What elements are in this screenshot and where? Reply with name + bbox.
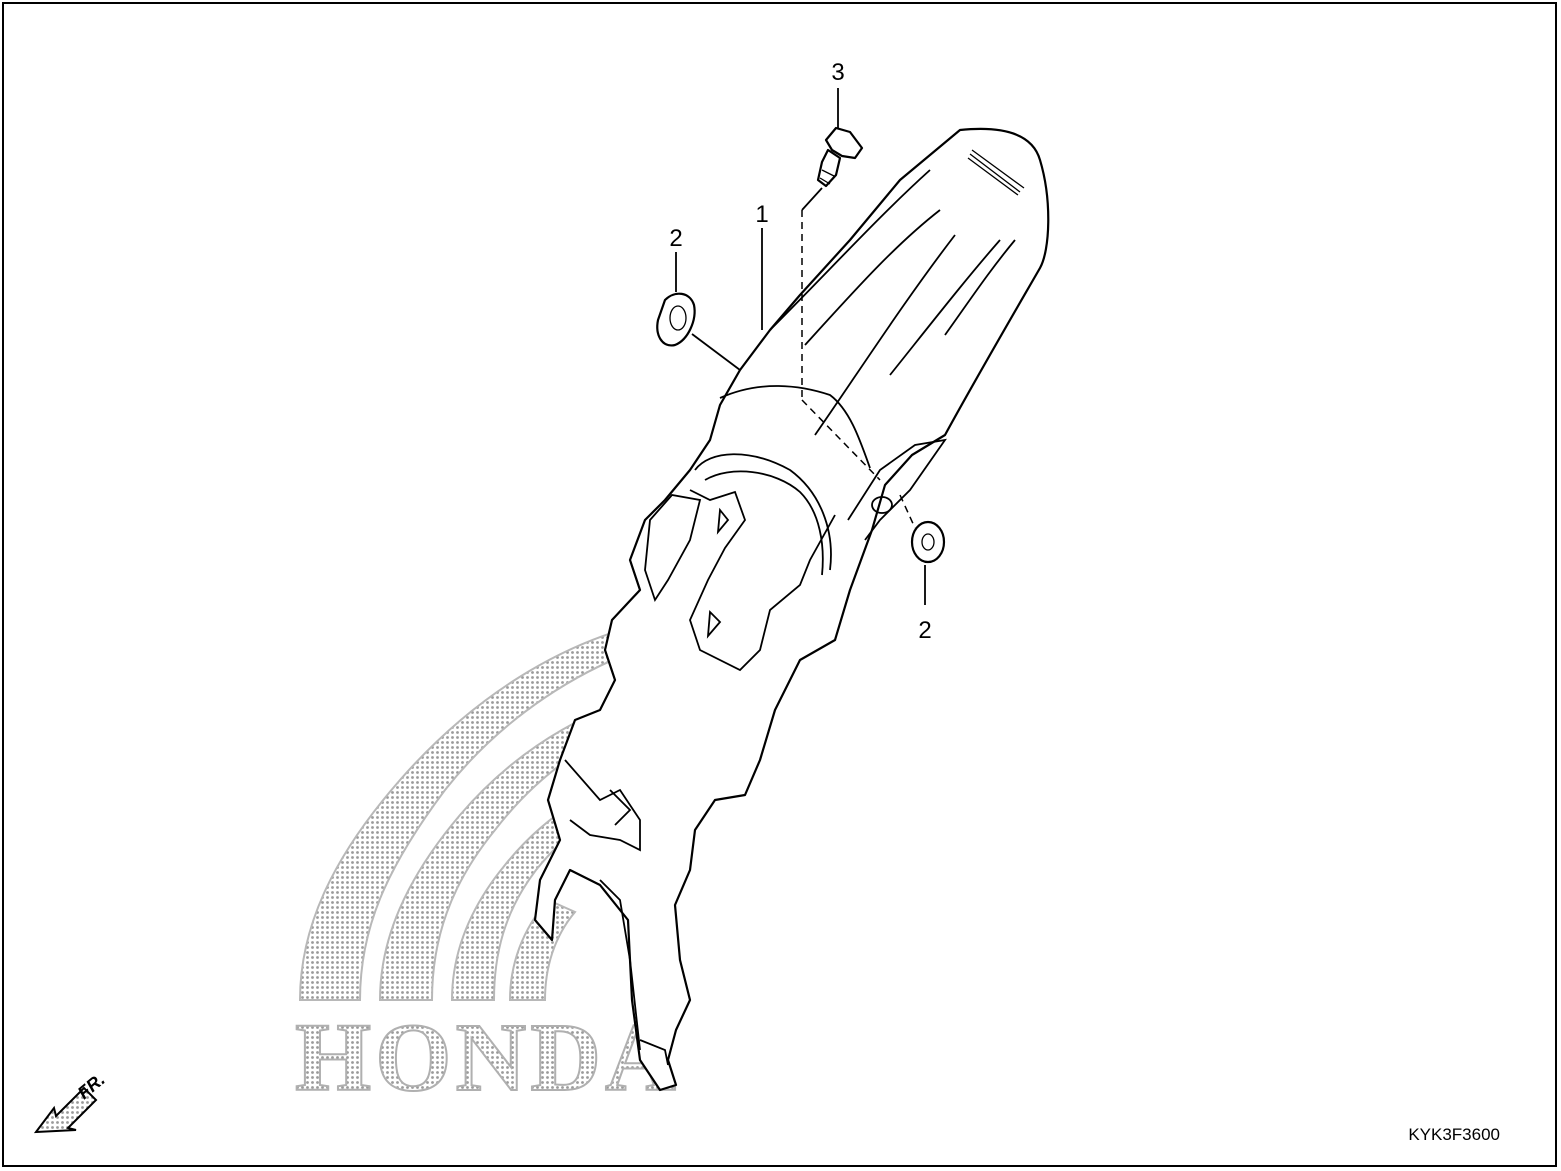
honda-watermark-text: HONDA [295,1004,680,1112]
rear-fender-part [533,127,1050,1092]
front-direction-arrow-icon [33,1086,98,1134]
grommet-left-part [656,292,696,347]
callout-2-right: 2 [918,617,931,644]
flange-bolt-part [816,126,864,188]
washer-right-part [910,520,946,564]
leader-lines [675,88,926,605]
callout-3: 3 [831,59,844,86]
diagram-code: KYK3F3600 [1408,1125,1500,1144]
callout-1: 1 [755,201,768,228]
callout-2-left: 2 [669,225,682,252]
